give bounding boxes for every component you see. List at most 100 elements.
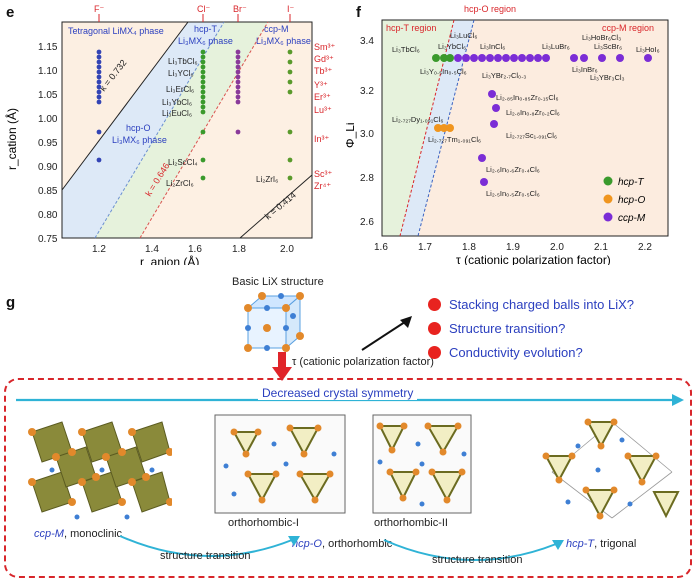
compound-label: Li₃YBr₃Cl₃ [590, 73, 625, 82]
transition-arrow-1 [119, 535, 300, 557]
anion-label: Br⁻ [233, 4, 247, 14]
y-tick: 1.05 [38, 90, 58, 101]
orthorhombic-i-label: orthorhombic-I [228, 517, 299, 529]
x-ticks: 1.2 1.4 1.6 1.8 2.0 [92, 244, 294, 255]
question-text: Stacking charged balls into LiX? [449, 296, 635, 312]
compound-label: Li₃YbCl₆ [438, 42, 466, 51]
panel-f-points [432, 54, 652, 186]
compound-label: Li₃YCl₆ [168, 69, 194, 78]
y-tick: 0.90 [38, 162, 58, 173]
y-tick: 0.80 [38, 210, 58, 221]
hcp-o-boundary [94, 21, 225, 239]
compound-label: Li₂.₆In₀.₆Zr₀.₄Cl₆ [486, 165, 540, 174]
compound-label: Li₂ZrI₆ [256, 175, 278, 184]
y-tick: 2.8 [360, 173, 374, 184]
orthorhombic-ii-image [372, 414, 472, 514]
y-tick: 3.4 [360, 36, 374, 47]
panel-g-letter: g [6, 294, 16, 311]
panel-f-chart: 3.4 3.2 3.0 2.8 2.6 1.6 1.7 1.8 1.9 2.0 … [346, 4, 669, 265]
x-tick: 2.2 [638, 242, 652, 253]
y-tick: 1.15 [38, 42, 58, 53]
orthorhombic-i-image [214, 414, 346, 514]
panel-f-legend: hcp-T hcp-O ccp-M [603, 176, 646, 224]
legend-label: hcp-T [618, 177, 644, 188]
compound-label: Li₃Y₀.₅In₀.₅Cl₆ [420, 67, 467, 76]
compound-label: Li₃LuCl₆ [450, 31, 477, 40]
x-tick: 1.4 [145, 244, 159, 255]
cation-label: Er³⁺ [314, 92, 331, 102]
lix-crystal-image [244, 292, 304, 352]
tetragonal-label: Tetragonal LiMX₄ phase [68, 26, 164, 36]
y-tick: 1.10 [38, 66, 58, 77]
cation-label: Gd³⁺ [314, 54, 334, 64]
hcp-t-label: hcp-T [194, 24, 218, 34]
cl-series-points [200, 49, 206, 181]
red-down-arrow [272, 352, 292, 381]
y-tick: 0.75 [38, 234, 58, 245]
anion-label: F⁻ [94, 4, 104, 14]
compound-label: Li₂.₇₂₇Sc₁.₀₉₁Cl₆ [506, 131, 557, 140]
compound-label: Li₃EuCl₆ [162, 109, 192, 118]
question-text: Structure transition? [449, 320, 566, 336]
i-series-points [287, 49, 293, 181]
hcp-o-label: hcp-O [126, 123, 151, 133]
cation-label: Tb³⁺ [314, 66, 333, 76]
compound-label: Li₂.₈₅In₀.₈₅Zr₀.₁₅Cl₆ [496, 93, 558, 102]
cation-label: Y³⁺ [314, 80, 328, 90]
y-tick: 0.85 [38, 186, 58, 197]
compound-label: Li₃TbCl₆ [168, 57, 198, 66]
structure-evolution-box [4, 378, 692, 578]
symmetry-banner-text: Decreased crystal symmetry [258, 386, 418, 400]
compound-label: Li₂.₅In₀.₅Zr₀.₅Cl₆ [486, 189, 540, 198]
red-bullet-icon [428, 297, 441, 311]
ccp-m-sublabel: Li₃MX₆ phase [256, 36, 311, 46]
panel-e-xlabel: r_anion (Å) [140, 254, 199, 265]
cation-label: Sc³⁺ [314, 169, 333, 179]
hcp-t-structure-image [542, 418, 680, 520]
cation-label: In³⁺ [314, 134, 330, 144]
transition-arrow-2 [383, 539, 564, 561]
orthorhombic-ii-label: orthorhombic-II [374, 517, 448, 529]
x-tick: 1.9 [506, 242, 520, 253]
ccp-m-region-label: ccp-M region [602, 23, 654, 33]
question-text: Conductivity evolution? [449, 344, 583, 360]
compound-label: Li₃LuBr₆ [542, 42, 570, 51]
symmetry-arrow [16, 394, 684, 406]
tau-label: τ (cationic polarization factor) [292, 356, 434, 368]
transition-label: structure transition [160, 550, 251, 562]
question-item: Conductivity evolution? [428, 340, 634, 364]
compound-label: Li₃TbCl₆ [392, 45, 420, 54]
hcp-t-sublabel: Li₃MX₆ phase [178, 36, 233, 46]
black-arrow [361, 316, 412, 351]
panel-e-chart: 1.15 1.10 1.05 1.00 0.95 0.90 0.85 0.80 … [4, 4, 335, 265]
basic-structure-title: Basic LiX structure [232, 276, 324, 288]
compound-label: Li₃InBr₆ [572, 65, 598, 74]
compound-label: Li₃InCl₆ [480, 42, 505, 51]
question-list: Stacking charged balls into LiX? Structu… [428, 292, 634, 364]
anion-label: I⁻ [287, 4, 295, 14]
question-item: Stacking charged balls into LiX? [428, 292, 634, 316]
hcp-t-region-label: hcp-T region [386, 23, 436, 33]
panel-f-ylabel: Φ_Li [346, 122, 357, 148]
phase-name: hcp-T [566, 538, 595, 550]
compound-label: Li₃ErCl₆ [166, 85, 194, 94]
ccp-m-label: ccp-M [264, 24, 289, 34]
y-tick: 0.95 [38, 138, 58, 149]
hcp-t-region [95, 22, 268, 238]
question-item: Structure transition? [428, 316, 634, 340]
compound-label: Li₃YBr₂.₇Cl₀.₃ [482, 71, 526, 80]
transition-label: structure transition [432, 554, 523, 566]
phase-name: ccp-M [34, 528, 64, 540]
x-tick: 2.1 [594, 242, 608, 253]
ccp-m-region [140, 22, 312, 238]
compound-label: Li₃ScBr₆ [594, 42, 622, 51]
panel-f-letter: f [356, 4, 361, 21]
hcp-o-points [434, 124, 454, 132]
panel-e-letter: e [6, 4, 15, 21]
phase-label-hcp-o: hcp-O, orthorhombic [292, 538, 392, 550]
compound-label: Li₃YbCl₆ [162, 98, 192, 107]
br-series-points [235, 49, 241, 135]
red-bullet-icon [428, 345, 441, 359]
ccp-m-points [454, 54, 652, 186]
cation-label: Sm³⁺ [314, 42, 335, 52]
